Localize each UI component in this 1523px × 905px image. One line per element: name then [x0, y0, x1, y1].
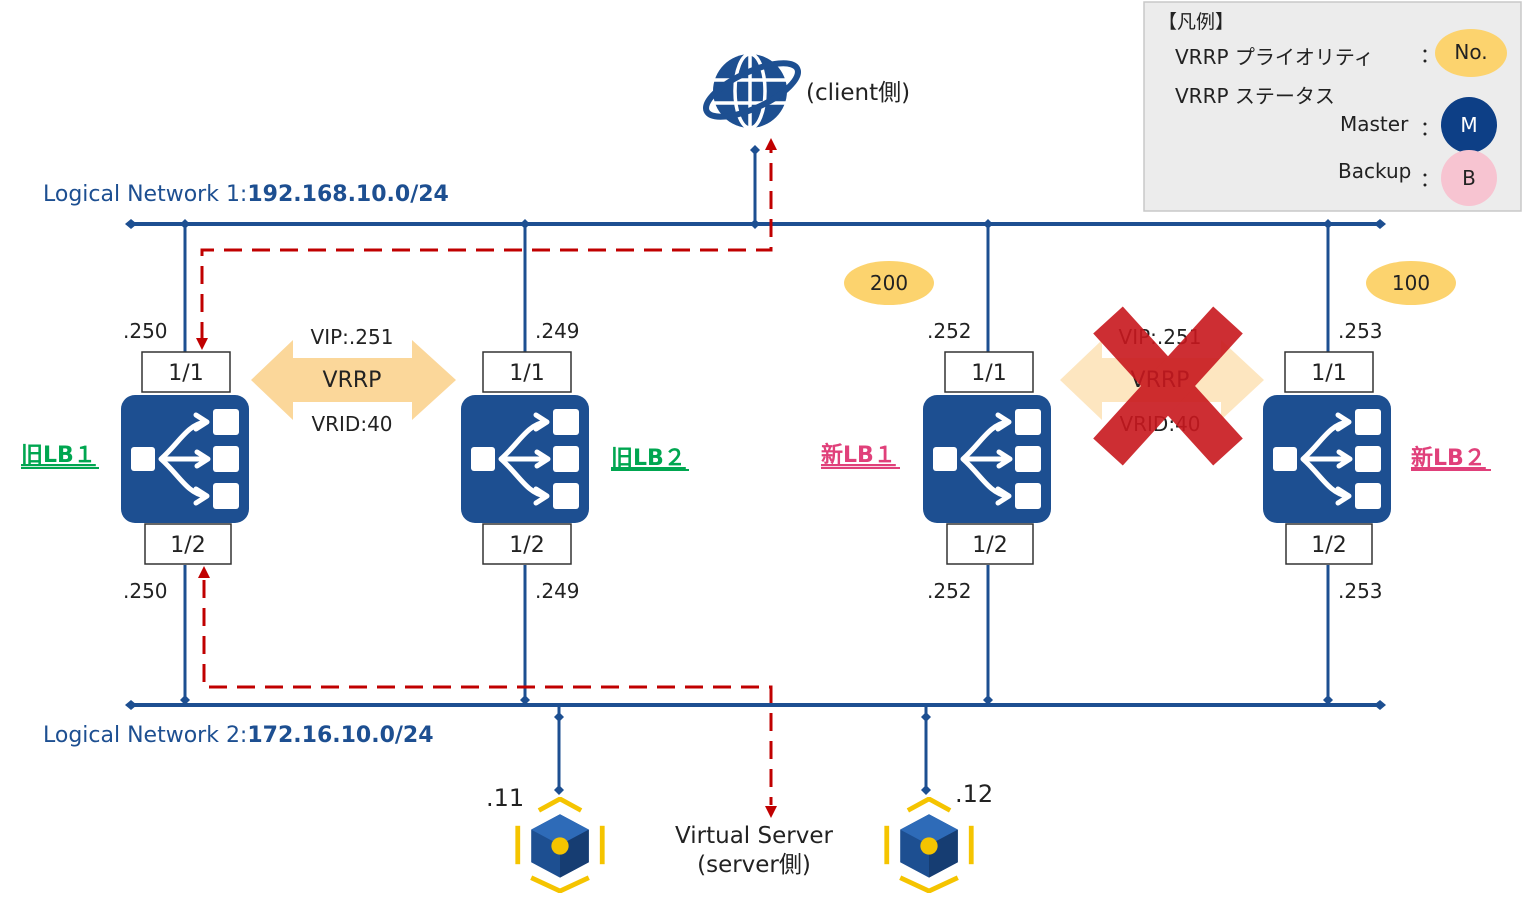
ip-label: .253	[1338, 579, 1383, 603]
load-balancer-icon	[1263, 395, 1391, 523]
legend-master-badge-text: M	[1460, 113, 1477, 137]
vrrp-old-vip: VIP:.251	[311, 325, 394, 349]
new-lb1-priority: 200	[870, 271, 908, 295]
legend-priority-label: VRRP プライオリティ	[1175, 45, 1374, 69]
network1-cidr: 192.168.10.0/24	[247, 182, 449, 207]
port-label: 1/2	[1311, 533, 1346, 558]
new-lb2-priority: 100	[1392, 271, 1430, 295]
ip-label: .252	[927, 319, 972, 343]
arrow-head	[765, 806, 777, 818]
virtual-server-sublabel: (server側)	[697, 852, 811, 878]
globe-icon	[703, 52, 801, 130]
load-balancer-icon	[461, 395, 589, 523]
legend-priority-badge-text: No.	[1454, 40, 1487, 64]
ip-label: .249	[535, 579, 580, 603]
svg-text:Logical Network 1:192.168.10.0: Logical Network 1:192.168.10.0/24	[43, 182, 449, 207]
vrrp-arrow-old	[251, 340, 456, 420]
vrrp-old-label: VRRP	[323, 368, 382, 393]
network2-cidr: 172.16.10.0/24	[247, 723, 433, 748]
load-balancer-icon	[121, 395, 249, 523]
port-label: 1/2	[170, 533, 205, 558]
cross-icon	[1093, 306, 1243, 466]
port-label: 1/1	[168, 361, 203, 386]
port-box	[946, 523, 1034, 565]
old-lb2-name: 旧LB２	[611, 446, 686, 471]
vrrp-old-vrid: VRID:40	[311, 412, 392, 436]
ip-label: .250	[123, 579, 168, 603]
legend-title: 【凡例】	[1158, 11, 1234, 33]
port-box	[144, 523, 232, 565]
legend-master-badge	[1441, 97, 1497, 153]
port-box	[482, 523, 572, 565]
client-label: (client側)	[806, 80, 910, 106]
ip-label: .253	[1338, 319, 1383, 343]
virtual-server-icon	[887, 799, 971, 891]
new-lb1-name: 新LB１	[821, 442, 896, 468]
load-balancer-icon	[923, 395, 1051, 523]
port-box	[1284, 351, 1374, 393]
svg-text:Logical Network 2:172.16.10.0/: Logical Network 2:172.16.10.0/24	[43, 723, 434, 748]
port-label: 1/1	[509, 361, 544, 386]
new-lb2-name: 新LB２	[1411, 445, 1486, 471]
legend-backup-badge	[1441, 150, 1497, 206]
legend-backup-badge-text: B	[1462, 166, 1476, 190]
port-box	[944, 351, 1034, 393]
port-label: 1/1	[1311, 361, 1346, 386]
old-lb1-name: 旧LB１	[21, 443, 96, 468]
priority-badge	[844, 261, 934, 305]
port-label: 1/2	[972, 533, 1007, 558]
network1-label: Logical Network 1:	[43, 182, 247, 207]
server1-ip: .11	[486, 784, 524, 812]
arrow-head	[198, 566, 210, 578]
legend-master-sep: ：	[1420, 116, 1440, 140]
port-box	[1285, 523, 1373, 565]
legend-backup-label: Backup	[1338, 159, 1411, 183]
network2-label: Logical Network 2:	[43, 723, 247, 748]
port-box	[482, 351, 572, 393]
priority-badge	[1366, 261, 1456, 305]
port-label: 1/2	[509, 533, 544, 558]
ip-label: .252	[927, 579, 972, 603]
legend-backup-sep: ：	[1420, 167, 1440, 191]
port-label: 1/1	[971, 361, 1006, 386]
virtual-server-label: Virtual Server	[675, 823, 833, 849]
legend-priority-sep: ：	[1420, 43, 1440, 67]
server2-ip: .12	[955, 780, 993, 808]
legend-status-label: VRRP ステータス	[1175, 84, 1335, 108]
ip-label: .250	[123, 319, 168, 343]
virtual-server-icon	[518, 799, 602, 891]
arrow-head	[196, 338, 208, 350]
legend-master-label: Master	[1340, 112, 1409, 136]
port-box	[141, 351, 231, 393]
arrow-head	[765, 138, 777, 150]
ip-label: .249	[535, 319, 580, 343]
legend-priority-badge	[1435, 29, 1507, 77]
